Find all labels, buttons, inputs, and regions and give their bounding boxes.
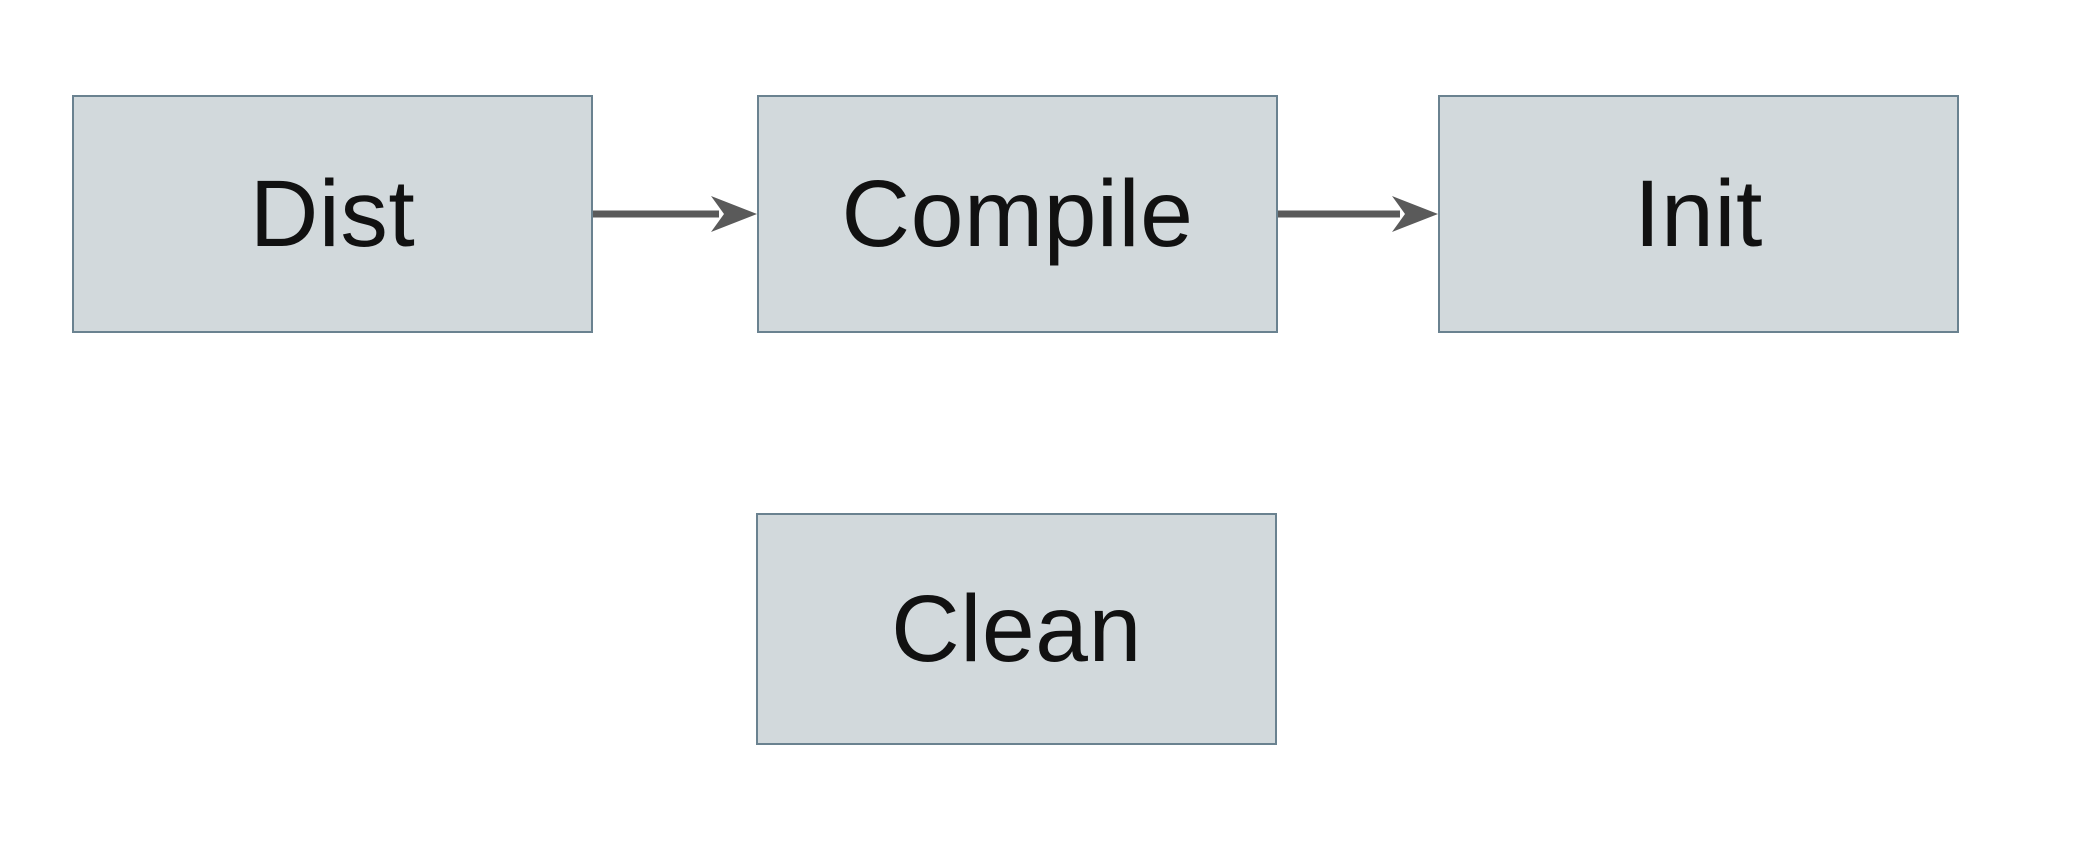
node-clean: Clean: [756, 513, 1277, 745]
right-arrow-icon: [593, 196, 757, 232]
node-compile: Compile: [757, 95, 1278, 333]
node-init-label: Init: [1634, 160, 1763, 267]
node-clean-label: Clean: [891, 575, 1142, 682]
arrow-dist-to-compile: [593, 194, 757, 234]
node-dist: Dist: [72, 95, 593, 333]
node-init: Init: [1438, 95, 1959, 333]
node-compile-label: Compile: [841, 160, 1194, 267]
node-dist-label: Dist: [249, 160, 416, 267]
right-arrow-icon: [1278, 196, 1438, 232]
arrow-compile-to-init: [1278, 194, 1438, 234]
